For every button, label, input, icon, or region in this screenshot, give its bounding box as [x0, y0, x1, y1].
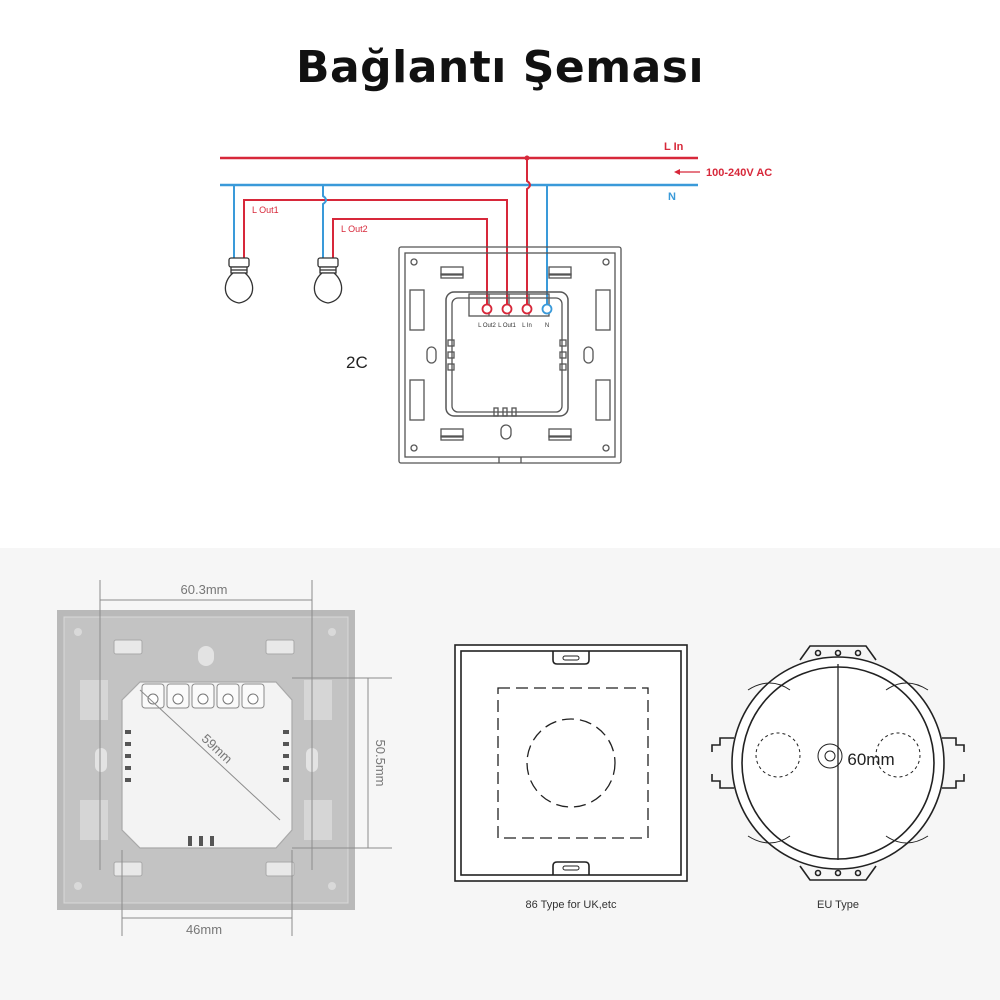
eu-dim-label: 60mm — [847, 750, 894, 769]
l-in-label: L In — [664, 141, 684, 153]
eu-box-label: EU Type — [817, 899, 859, 911]
uk-box-label: 86 Type for UK,etc — [526, 899, 617, 911]
terminal-l-out1 — [501, 303, 513, 315]
dim-width-top: 60.3mm — [181, 582, 228, 597]
l-in-drop-wire — [526, 158, 531, 308]
lamp2-neutral-wire — [322, 185, 327, 262]
voltage-arrowhead — [674, 169, 680, 175]
terminal-label-l-in: L In — [522, 323, 532, 329]
l-out1-label: L Out1 — [252, 205, 279, 215]
switch-back-plate — [398, 246, 622, 464]
terminal-l-in — [521, 303, 533, 315]
n-label: N — [668, 191, 676, 203]
dimensions-drawing: 60.3mm 50.5mm 59mm 46mm 86 Type for UK,e… — [57, 580, 965, 937]
terminal-label-l-out2: L Out2 — [478, 323, 496, 329]
lamp-1-icon — [224, 257, 254, 304]
dimensions-panel: 60.3mm 50.5mm 59mm 46mm 86 Type for UK,e… — [0, 548, 1000, 1000]
dim-width-bottom: 46mm — [186, 922, 222, 937]
terminal-l-out2 — [481, 303, 493, 315]
wiring-diagram: L In N 100-240V AC L Out1 L Out2 2C — [220, 141, 772, 464]
terminal-label-n: N — [545, 323, 549, 329]
dim-height-right: 50.5mm — [373, 740, 388, 787]
page-title: Bağlantı Şeması — [295, 42, 705, 93]
terminal-label-l-out1: L Out1 — [498, 323, 516, 329]
switch-back-photo — [57, 610, 355, 910]
uk-86-box — [454, 644, 688, 882]
terminal-n — [541, 303, 553, 315]
l-out2-label: L Out2 — [341, 224, 368, 234]
model-label: 2C — [346, 353, 368, 372]
voltage-label: 100-240V AC — [706, 167, 772, 179]
lamp1-live-wire — [243, 199, 508, 308]
lamp-2-icon — [313, 257, 343, 304]
lamp2-live-wire — [332, 218, 488, 308]
